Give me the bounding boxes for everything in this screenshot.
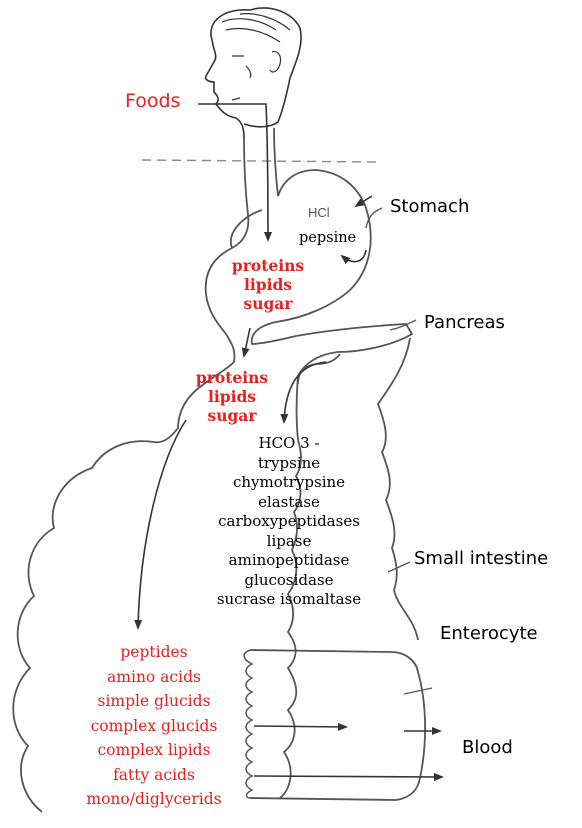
label-blood: Blood (462, 739, 513, 757)
arrow-foods-to-stomach (198, 104, 268, 240)
enzyme-item: lipase (202, 532, 376, 552)
stomach-content-item: sugar (228, 294, 308, 313)
stomach-contents: proteins lipids sugar (228, 256, 308, 313)
product-item: amino acids (64, 665, 244, 690)
enzyme-item: HCO 3 - (202, 434, 376, 454)
head-illustration (206, 8, 301, 138)
enzyme-item: chymotrypsine (202, 473, 376, 493)
enzyme-item: elastase (202, 493, 376, 513)
enzyme-item: glucosidase (202, 571, 376, 591)
product-item: simple glucids (64, 689, 244, 714)
enzyme-item: carboxypeptidases (202, 512, 376, 532)
arrow-pancreas-to-intestine (284, 362, 326, 422)
enzyme-item: aminopeptidase (202, 551, 376, 571)
label-pepsine: pepsine (299, 231, 356, 246)
enzyme-item: sucrase isomaltase (202, 590, 376, 610)
label-small-intestine: Small intestine (414, 550, 548, 568)
product-item: complex glucids (64, 714, 244, 739)
arrow-absorption-1 (254, 726, 346, 727)
label-foods: Foods (125, 92, 180, 111)
arrow-pepsine-curve (342, 250, 366, 262)
stomach-content-item: lipids (228, 275, 308, 294)
stomach-content-item: proteins (228, 256, 308, 275)
absorbed-products: peptides amino acids simple glucids comp… (64, 640, 244, 812)
label-hcl: HCl (308, 206, 330, 219)
product-item: peptides (64, 640, 244, 665)
arrow-stomach-to-duodenum (244, 328, 250, 356)
label-enterocyte: Enterocyte (440, 625, 538, 643)
label-pancreas: Pancreas (424, 314, 505, 332)
label-stomach: Stomach (390, 198, 469, 216)
duodenum-content-item: proteins (192, 368, 272, 387)
arrow-duodenum-to-products (138, 420, 186, 628)
product-item: fatty acids (64, 763, 244, 788)
enzyme-item: trypsine (202, 454, 376, 474)
arrow-absorption-2 (254, 776, 442, 777)
dashed-divider (142, 160, 378, 162)
duodenum-contents: proteins lipids sugar (192, 368, 272, 425)
product-item: complex lipids (64, 738, 244, 763)
product-item: mono/diglycerids (64, 787, 244, 812)
enzyme-list: HCO 3 - trypsine chymotrypsine elastase … (202, 434, 376, 610)
duodenum-content-item: sugar (192, 406, 272, 425)
duodenum-content-item: lipids (192, 387, 272, 406)
